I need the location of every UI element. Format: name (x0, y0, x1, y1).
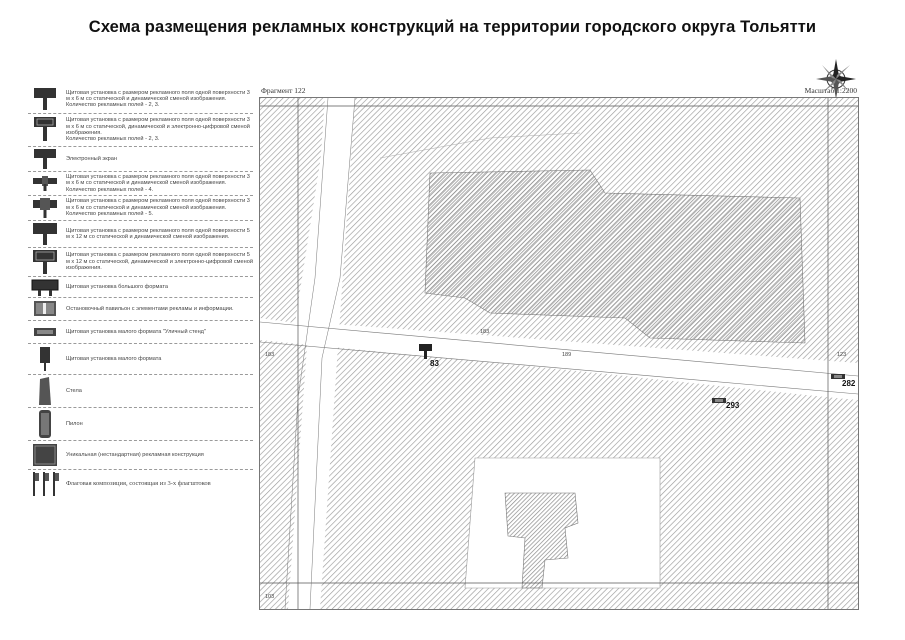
legend-item: Уникальная (нестандартная) рекламная кон… (28, 441, 253, 470)
billboard-5-fields-icon (28, 196, 62, 220)
unique-structure-icon (28, 441, 62, 469)
ad-marker-label: 83 (430, 359, 439, 368)
parcel-label: 183 (265, 352, 274, 358)
legend-item: Щитовая установка с размером рекламного … (28, 85, 253, 114)
legend-label: Щитовая установка с размером рекламного … (66, 174, 250, 193)
billboard-5x12-icon (28, 221, 62, 247)
upper-left-block (260, 98, 330, 323)
legend-item: Щитовая установка с размером рекламного … (28, 114, 253, 147)
road-vertical (288, 98, 355, 609)
building-large (424, 169, 806, 344)
legend-label: Пилон (66, 420, 83, 427)
page-title: Схема размещения рекламных конструкций н… (88, 18, 817, 36)
parcel-label: 183 (480, 329, 489, 335)
legend-label: Щитовая установка большого формата (66, 283, 168, 290)
legend-item: Флаговая композиция, состоящая из 3-х фл… (28, 470, 253, 498)
billboard-3x6-icon (28, 85, 62, 113)
legend-item: Электронный экран (28, 147, 253, 172)
legend: Щитовая установка с размером рекламного … (28, 85, 253, 498)
legend-item: Щитовая установка с размером рекламного … (28, 172, 253, 196)
billboard-3x6-digital-icon (28, 114, 62, 146)
pylon-icon (28, 408, 62, 440)
legend-label: Щитовая установка с размером рекламного … (66, 252, 253, 272)
flag-composition-icon (28, 470, 62, 498)
billboard-4-fields-icon (28, 173, 62, 193)
legend-label: Щитовая установка с размером рекламного … (66, 117, 250, 143)
legend-label: Щитовая установка с размером рекламного … (66, 227, 250, 240)
legend-item: Щитовая установка малого формата (28, 344, 253, 375)
small-format-billboard-icon (28, 344, 62, 374)
legend-item: Щитовая установка малого формата "Уличны… (28, 321, 253, 344)
ad-marker-293: 293 (712, 398, 740, 410)
ad-marker-282: 282 (831, 374, 856, 388)
legend-label: Щитовая установка с размером рекламного … (66, 89, 250, 109)
legend-label: Уникальная (нестандартная) рекламная кон… (66, 451, 204, 458)
ad-marker-label: 293 (726, 401, 740, 410)
parcel-label: 189 (562, 352, 571, 358)
parcel-label: 123 (837, 352, 846, 358)
compass-rose-icon (816, 59, 856, 99)
street-stand-icon (28, 321, 62, 343)
legend-item: Щитовая установка с размером рекламного … (28, 196, 253, 221)
billboard-5x12-digital-icon (28, 248, 62, 276)
ad-marker-label: 282 (842, 379, 856, 388)
large-format-billboard-icon (28, 277, 62, 297)
legend-item: Щитовая установка с размером рекламного … (28, 248, 253, 277)
yard-building (504, 492, 579, 589)
legend-label: Стела (66, 387, 82, 394)
scale-label: Масштаб 1:2200 (804, 86, 857, 95)
stela-icon (28, 375, 62, 407)
electronic-screen-icon (28, 147, 62, 171)
map-fragment: 183 189 123 183 103 83 293 282 (259, 97, 859, 610)
legend-item: Щитовая установка большого формата (28, 277, 253, 298)
bus-shelter-icon (28, 298, 62, 320)
legend-item: Пилон (28, 408, 253, 441)
road-horizontal (260, 320, 858, 398)
legend-label: Щитовая установка малого формата (66, 355, 162, 362)
legend-item: Стела (28, 375, 253, 408)
legend-label: Флаговая композиция, состоящая из 3-х фл… (66, 480, 211, 488)
parcel-label: 103 (265, 594, 274, 600)
legend-label: Электронный экран (66, 155, 117, 162)
legend-label: Щитовая установка малого формата "Уличны… (66, 328, 206, 335)
legend-label: Щитовая установка с размером рекламного … (66, 198, 250, 218)
fragment-label: Фрагмент 122 (261, 86, 306, 95)
ad-marker-83: 83 (419, 344, 439, 368)
legend-item: Щитовая установка с размером рекламного … (28, 221, 253, 248)
legend-label: Остановочный павильон с элементами рекла… (66, 305, 234, 312)
legend-item: Остановочный павильон с элементами рекла… (28, 298, 253, 321)
